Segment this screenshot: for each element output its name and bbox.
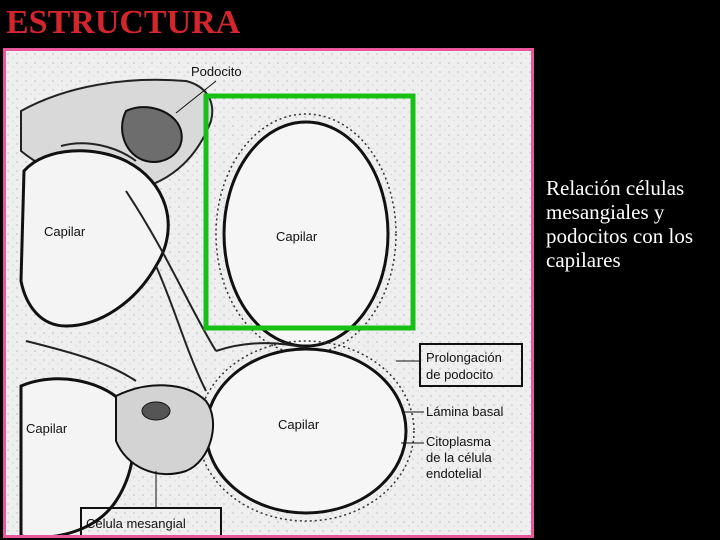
label-celula-mesangial: Célula mesangial	[86, 516, 186, 531]
slide-caption: Relación células mesangiales y podocitos…	[546, 176, 716, 272]
label-capilar-lower-right: Capilar	[278, 417, 320, 432]
mesangial-cell-body	[116, 385, 213, 474]
label-prolongacion-line1: Prolongación	[426, 350, 502, 365]
glomerular-capillary-diagram: Podocito Capilar Capilar Capilar Capilar…	[6, 51, 534, 538]
label-citoplasma-line2: de la célula	[426, 450, 493, 465]
slide-title: ESTRUCTURA	[6, 4, 240, 42]
diagram-frame: Podocito Capilar Capilar Capilar Capilar…	[3, 48, 534, 538]
label-capilar-left: Capilar	[44, 224, 86, 239]
label-capilar-center: Capilar	[276, 229, 318, 244]
label-capilar-lower-left: Capilar	[26, 421, 68, 436]
label-citoplasma-line1: Citoplasma	[426, 434, 492, 449]
label-citoplasma-line3: endotelial	[426, 466, 482, 481]
label-podocito: Podocito	[191, 64, 242, 79]
label-lamina-basal: Lámina basal	[426, 404, 503, 419]
mesangial-nucleus	[142, 402, 170, 420]
label-prolongacion-line2: de podocito	[426, 367, 493, 382]
